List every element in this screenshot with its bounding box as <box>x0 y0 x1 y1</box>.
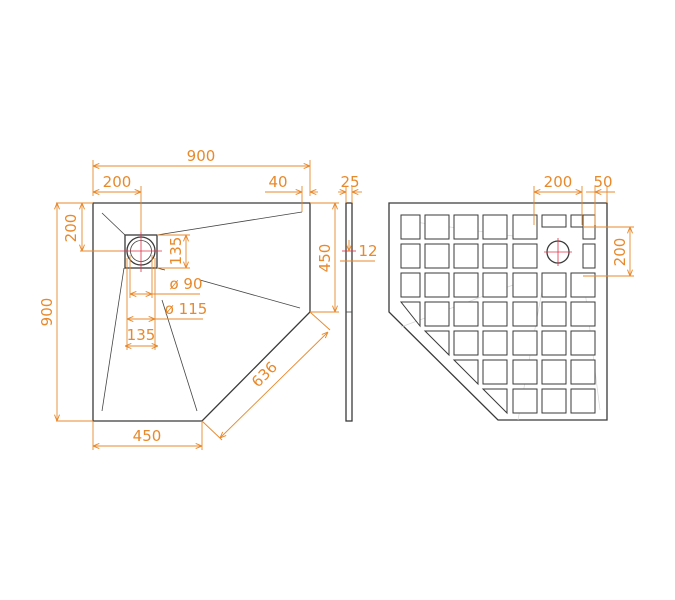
grid-cell <box>570 214 584 228</box>
dim-drain-outer-diameter: ø 115 <box>165 300 208 318</box>
grid-cell <box>570 330 596 356</box>
dim-thickness: 25 <box>340 173 359 191</box>
grid-cell <box>582 243 596 269</box>
grid-cell <box>400 214 421 240</box>
dim-edge-height: 12 <box>358 242 377 260</box>
grid-cell <box>512 359 538 385</box>
grid-cell <box>453 214 479 240</box>
grid-cell <box>482 272 508 298</box>
grid-cell <box>423 330 450 357</box>
grid-cell <box>541 388 567 414</box>
dim-overall-width: 900 <box>187 147 216 165</box>
grid-cell <box>512 272 538 298</box>
grid-cell <box>512 330 538 356</box>
dim-drain-offset-y: 200 <box>62 214 80 243</box>
grid-cell <box>400 243 421 269</box>
dim-bottom-drain-offset: 200 <box>544 173 573 191</box>
grid-cell <box>570 388 596 414</box>
grid-cell <box>541 301 567 327</box>
grid-cell <box>482 359 508 385</box>
grid-cell <box>453 243 479 269</box>
grid-cell <box>512 214 538 240</box>
grid-cell <box>453 330 479 356</box>
support-grid <box>399 214 601 421</box>
grid-cell <box>482 243 508 269</box>
grid-cell <box>541 272 567 298</box>
grid-cell <box>481 388 508 415</box>
grid-cell <box>424 301 450 327</box>
grid-cell <box>570 301 596 327</box>
dim-drain-offset-x: 200 <box>103 173 132 191</box>
grid-cell <box>453 272 479 298</box>
grid-cell <box>400 272 421 298</box>
grid-cell <box>541 359 567 385</box>
dim-drain-inner-diameter: ø 90 <box>169 275 202 293</box>
grid-cell <box>512 243 538 269</box>
grid-cell <box>570 359 596 385</box>
drain-slope-lines <box>101 211 303 412</box>
grid-cell <box>482 301 508 327</box>
dim-edge-offset: 40 <box>268 173 287 191</box>
grid-cell <box>453 301 479 327</box>
grid-cell <box>512 388 538 414</box>
dim-overall-depth: 900 <box>38 298 56 327</box>
dim-drain-box-height: 135 <box>167 237 185 266</box>
grid-cell <box>424 243 450 269</box>
grid-cell <box>570 272 596 298</box>
grid-cell <box>541 214 567 228</box>
dim-bottom-edge-offset: 50 <box>593 173 612 191</box>
grid-cell <box>424 214 450 240</box>
grid-cell <box>399 301 421 328</box>
dim-diagonal-length: 636 <box>248 358 281 391</box>
dim-bottom-drain-zone: 200 <box>611 238 629 267</box>
side-view <box>342 202 356 422</box>
grid-cell <box>452 359 479 386</box>
dimensions: 900 200 40 200 900 135 450 ø 90 ø 115 <box>38 147 634 450</box>
bottom-view <box>388 202 608 421</box>
grid-cell <box>541 330 567 356</box>
bottom-outline <box>388 202 608 421</box>
grid-cell <box>482 330 508 356</box>
dim-drain-box-width: 135 <box>127 326 156 344</box>
dim-front-length: 450 <box>133 427 162 445</box>
grid-cell <box>424 272 450 298</box>
grid-cell <box>482 214 508 240</box>
dim-side-length: 450 <box>316 244 334 273</box>
grid-cell <box>512 301 538 327</box>
